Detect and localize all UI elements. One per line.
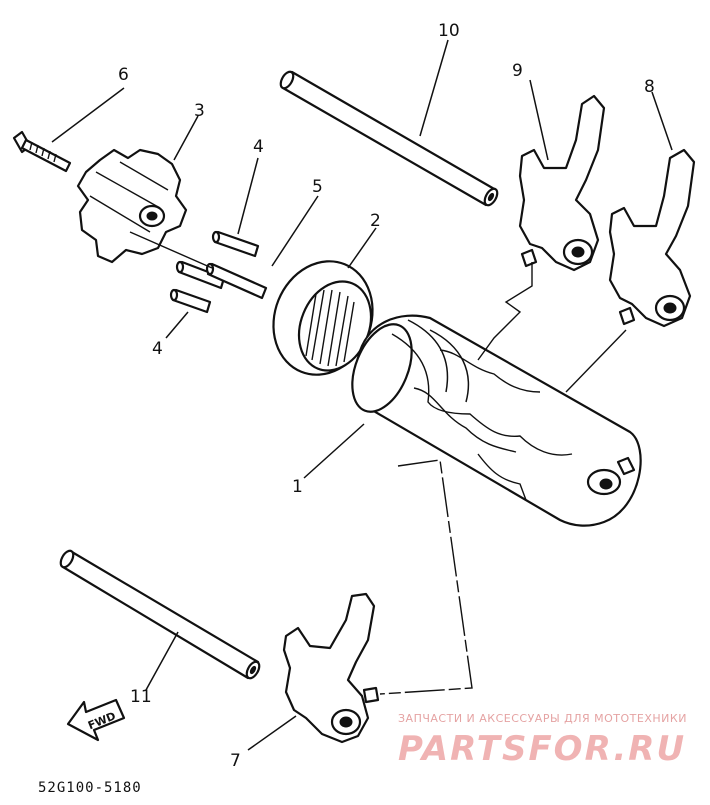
callout-3: 3 xyxy=(194,101,205,121)
callout-4-upper: 4 xyxy=(253,137,264,157)
part-1-shift-drum xyxy=(351,314,642,527)
watermark-brand: PARTSFOR.RU xyxy=(398,729,686,769)
part-4-pin-lower xyxy=(169,288,212,314)
drawing-code: 52G100-5180 xyxy=(38,780,142,796)
part-5-pin xyxy=(129,231,268,300)
callout-4-lower: 4 xyxy=(152,339,163,359)
callout-9: 9 xyxy=(512,61,523,81)
assembly-guide-lines xyxy=(379,262,627,695)
callout-5: 5 xyxy=(312,177,323,197)
watermark-tagline: ЗАПЧАСТИ И АКСЕССУАРЫ ДЛЯ МОТОТЕХНИКИ xyxy=(398,712,687,725)
part-10-shift-fork-shaft-upper xyxy=(279,70,499,207)
part-6-screw xyxy=(12,130,72,173)
callout-6: 6 xyxy=(118,65,129,85)
callout-2: 2 xyxy=(370,211,381,231)
callout-11: 11 xyxy=(130,687,152,707)
part-8-shift-fork xyxy=(282,592,380,744)
callout-10: 10 xyxy=(438,21,460,41)
part-9-shift-fork xyxy=(518,94,606,272)
part-3-shift-cam-segment xyxy=(76,148,188,264)
part-7-shift-fork xyxy=(608,148,696,328)
part-4-pin-upper xyxy=(211,230,260,258)
callout-7: 8 xyxy=(644,77,655,97)
watermark: ЗАПЧАСТИ И АКСЕССУАРЫ ДЛЯ МОТОТЕХНИКИ PA… xyxy=(398,712,687,769)
callout-8: 7 xyxy=(230,751,241,771)
callout-1: 1 xyxy=(292,477,303,497)
forward-direction-arrow: FWD xyxy=(66,698,126,742)
callout-labels: 10 9 8 6 3 4 5 2 4 1 11 7 xyxy=(118,21,655,771)
callout-leader-lines xyxy=(51,39,673,751)
part-11-shift-fork-shaft-lower xyxy=(59,549,261,680)
